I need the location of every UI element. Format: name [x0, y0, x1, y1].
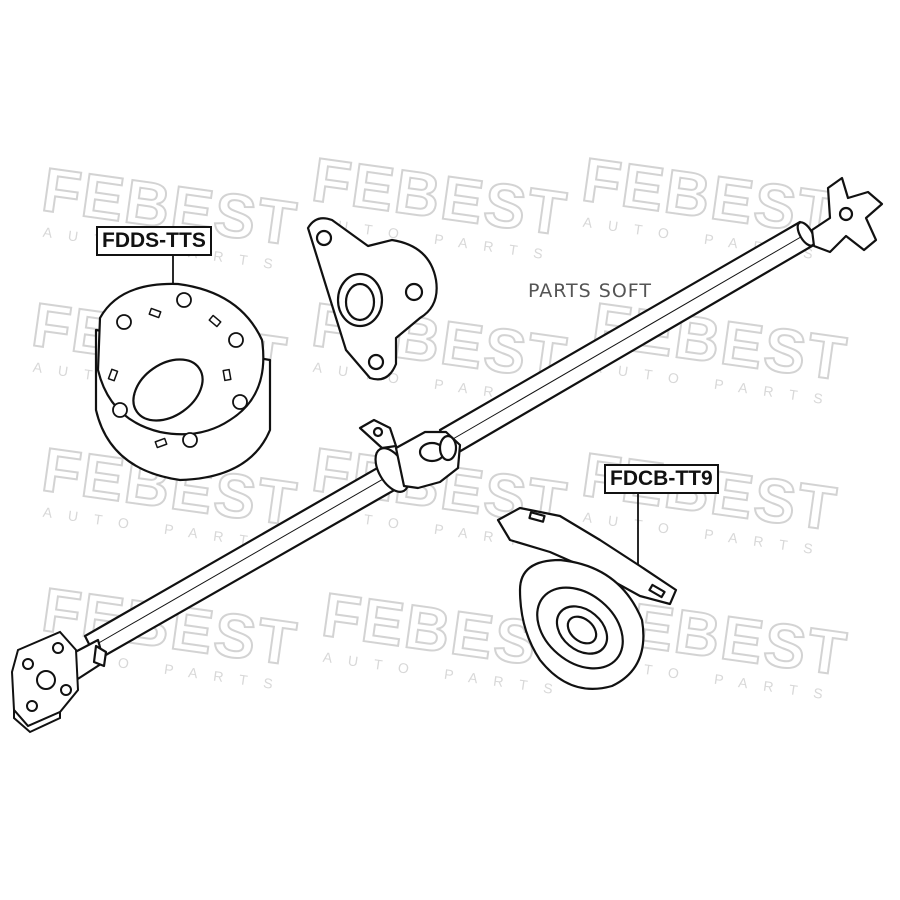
flex-disc-part	[94, 282, 272, 482]
front-flex-disc	[10, 630, 80, 734]
watermark-logo	[34, 154, 303, 276]
flex-disc-bore	[132, 358, 204, 422]
three-arm-flange	[306, 217, 438, 381]
part-number-label-flex-disc: FDDS-TTS	[96, 226, 212, 256]
flex-disc-bolt-holes	[112, 292, 248, 448]
center-bearing-part	[496, 506, 678, 690]
bearing-bracket	[496, 506, 678, 606]
overlay-watermark-text: PARTS SOFT	[528, 280, 652, 302]
part-number-label-center-bearing: FDCB-TT9	[604, 464, 719, 494]
driveshaft	[58, 176, 884, 686]
watermark-logo	[574, 439, 843, 561]
